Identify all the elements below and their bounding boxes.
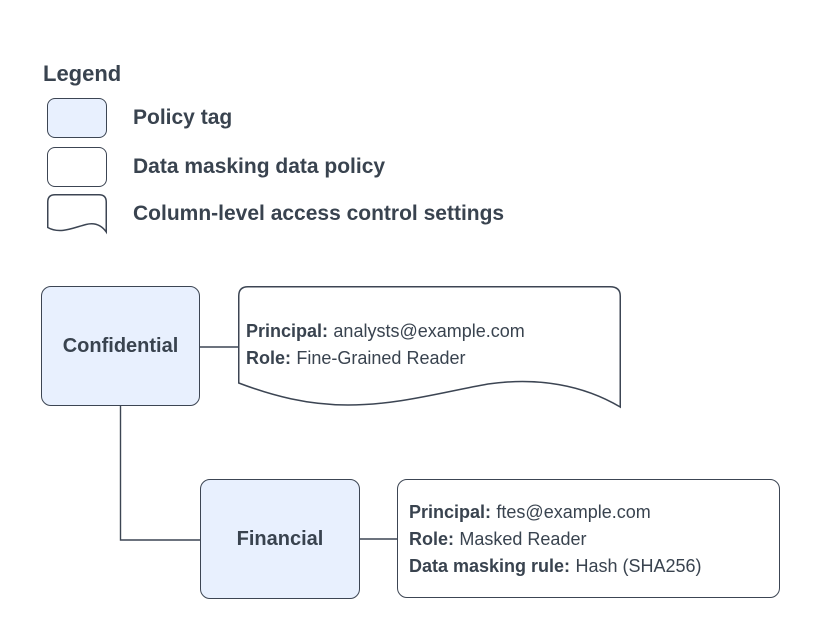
field-label: Principal: [246, 321, 329, 341]
callout-text: Principal:analysts@example.com Role:Fine… [246, 318, 525, 372]
column-access-settings-swatch [47, 194, 107, 240]
legend-label-data-masking-policy: Data masking data policy [133, 155, 386, 178]
field-label: Principal: [409, 502, 492, 522]
legend-label-policy-tag: Policy tag [133, 106, 233, 129]
policy-tag-node-financial: Financial [200, 479, 360, 599]
field-value: analysts@example.com [333, 321, 525, 341]
node-label-financial: Financial [236, 527, 324, 550]
callout-financial-data-policy: Principal:ftes@example.com Role:Masked R… [397, 479, 780, 598]
field-data-masking-rule: Data masking rule:Hash (SHA256) [409, 553, 779, 580]
document-shape [238, 286, 621, 409]
field-principal: Principal:analysts@example.com [246, 318, 525, 345]
field-label: Role: [409, 529, 454, 549]
field-value: Hash (SHA256) [575, 556, 702, 576]
field-value: ftes@example.com [496, 502, 651, 522]
node-label-confidential: Confidential [62, 334, 179, 357]
field-role: Role:Fine-Grained Reader [246, 345, 525, 372]
field-value: Fine-Grained Reader [296, 348, 466, 368]
field-principal: Principal:ftes@example.com [409, 499, 779, 526]
field-label: Role: [246, 348, 291, 368]
policy-tag-swatch [47, 98, 107, 138]
field-value: Masked Reader [459, 529, 587, 549]
callout-confidential-access-settings: Principal:analysts@example.com Role:Fine… [238, 286, 621, 409]
connector-confidential-to-financial [119, 406, 200, 541]
field-label: Data masking rule: [409, 556, 571, 576]
data-masking-policy-swatch [47, 147, 107, 187]
field-role: Role:Masked Reader [409, 526, 779, 553]
legend-title: Legend [43, 61, 122, 86]
legend-label-column-access-settings: Column-level access control settings [133, 202, 505, 225]
policy-tag-node-confidential: Confidential [41, 286, 200, 406]
